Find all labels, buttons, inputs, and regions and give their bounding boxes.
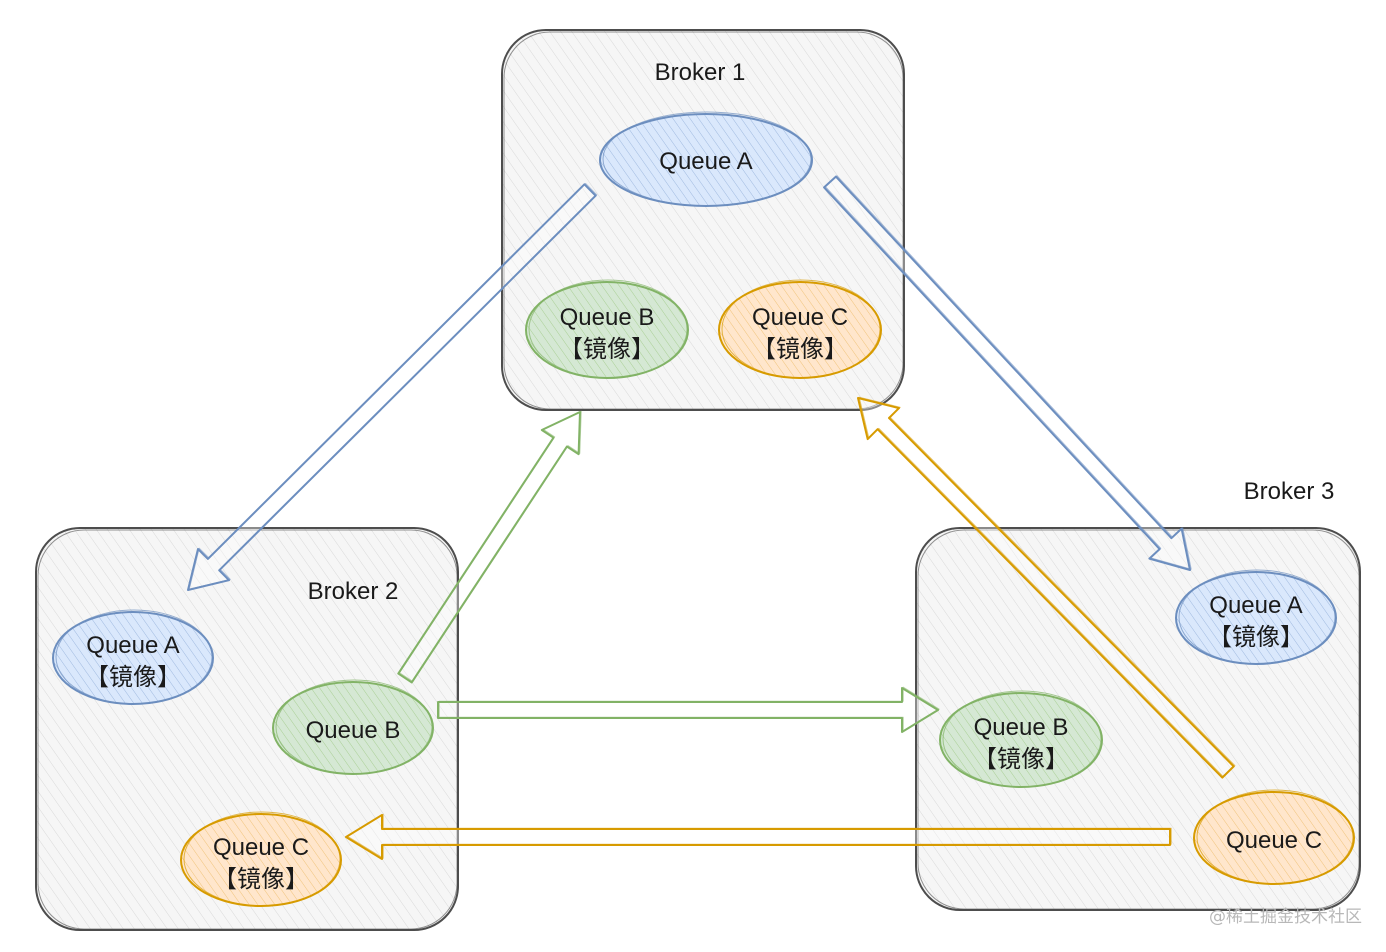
watermark: @稀土掘金技术社区 [1209, 907, 1362, 927]
queue-label: Queue C [1226, 827, 1322, 854]
broker-3-queue-b-mirror[interactable]: Queue B 【镜像】 [939, 690, 1103, 788]
broker-2-queue-b[interactable]: Queue B [272, 679, 434, 775]
mirror-tag: 【镜像】 [1208, 624, 1304, 651]
broker-1-queue-b-mirror[interactable]: Queue B 【镜像】 [525, 279, 689, 379]
broker-2-queue-a-mirror[interactable]: Queue A 【镜像】 [52, 609, 214, 705]
broker-1-queue-a[interactable]: Queue A [599, 111, 813, 207]
broker-2-label: Broker 2 [308, 578, 399, 605]
replication-arrow-sketch-b3_c-to-b2_c [346, 813, 1172, 859]
broker-3-queue-a-mirror[interactable]: Queue A 【镜像】 [1175, 569, 1337, 665]
replication-arrows [187, 175, 1236, 860]
mirror-tag: 【镜像】 [973, 746, 1069, 773]
replication-arrow-sketch-b3_c-to-b1_c [858, 396, 1236, 778]
mirror-tag: 【镜像】 [752, 336, 848, 363]
broker-1-queue-c-mirror[interactable]: Queue C 【镜像】 [718, 279, 882, 379]
broker-1-label: Broker 1 [655, 59, 746, 86]
replication-arrow-sketch-b1_a-to-b2_a [188, 183, 598, 590]
queue-label: Queue A [86, 632, 179, 659]
mirror-tag: 【镜像】 [85, 664, 181, 691]
broker-3-queue-c[interactable]: Queue C [1193, 789, 1355, 885]
replication-arrow-sketch-b1_a-to-b3_a [824, 175, 1192, 570]
queue-label: Queue B [560, 304, 655, 331]
broker-2-queue-c-mirror[interactable]: Queue C 【镜像】 [180, 811, 342, 907]
queue-label: Queue C [752, 304, 848, 331]
mirror-tag: 【镜像】 [559, 336, 655, 363]
queue-label: Queue B [974, 714, 1069, 741]
mirror-tag: 【镜像】 [213, 866, 309, 893]
queue-label: Queue B [306, 717, 401, 744]
replication-arrow-b3_c-to-b2_c [345, 814, 1171, 860]
queue-label: Queue A [1209, 592, 1302, 619]
broker-3-label: Broker 3 [1244, 478, 1335, 505]
queue-label: Queue A [659, 148, 752, 175]
queue-label: Queue C [213, 834, 309, 861]
replication-arrow-b2_b-to-b3_b [437, 687, 939, 733]
replication-arrow-sketch-b2_b-to-b3_b [438, 686, 940, 732]
replication-arrow-sketch-b2_b-to-b1_b [399, 410, 582, 683]
